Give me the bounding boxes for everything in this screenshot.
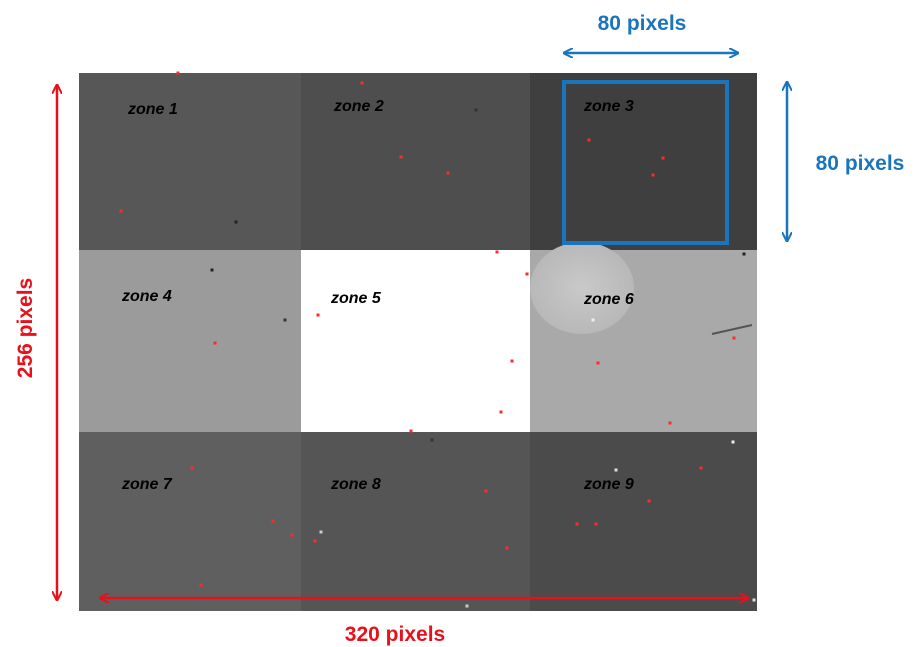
hot-pixel — [409, 429, 413, 433]
sensor-speck — [591, 318, 595, 322]
zone-8-tile — [301, 432, 530, 611]
sensor-speck — [752, 598, 756, 602]
sensor-blob — [530, 242, 634, 334]
hot-pixel — [313, 539, 317, 543]
zones-grid — [79, 73, 757, 611]
hot-pixels — [119, 71, 736, 587]
sensor-speck — [210, 268, 214, 272]
box-width-label: 80 pixels — [598, 12, 687, 35]
hot-pixel — [213, 341, 217, 345]
sensor-speck — [430, 438, 434, 442]
hot-pixel — [290, 533, 294, 537]
hot-pixel — [594, 522, 598, 526]
hot-pixel — [316, 313, 320, 317]
zone-5-tile — [301, 250, 530, 432]
hot-pixel — [119, 209, 123, 213]
sensor-speck — [465, 604, 469, 608]
sensor-speck — [283, 318, 287, 322]
zone-label: zone 9 — [583, 476, 634, 493]
hot-pixel — [661, 156, 665, 160]
hot-pixel — [596, 361, 600, 365]
hot-pixel — [499, 410, 503, 414]
hot-pixel — [399, 155, 403, 159]
dark-specks — [210, 108, 756, 608]
height-label: 256 pixels — [14, 278, 37, 378]
box-80-highlight — [562, 80, 729, 245]
sensor-speck — [319, 530, 323, 534]
sensor-streak — [711, 324, 753, 335]
zone-9-tile — [530, 432, 757, 611]
zone-2-tile — [301, 73, 530, 250]
sensor-speck — [731, 440, 735, 444]
zone-7-tile — [79, 432, 301, 611]
hot-pixel — [699, 466, 703, 470]
sensor-speck — [614, 468, 618, 472]
hot-pixel — [360, 81, 364, 85]
zone-label: zone 8 — [330, 476, 381, 493]
hot-pixel — [271, 519, 275, 523]
zone-label: zone 4 — [121, 288, 172, 305]
zone-label: zone 5 — [330, 290, 382, 307]
hot-pixel — [647, 499, 651, 503]
zone-4-tile — [79, 250, 301, 432]
zone-label: zone 6 — [583, 291, 634, 308]
sensor-speck — [742, 252, 746, 256]
hot-pixel — [505, 546, 509, 550]
zone-3-tile — [530, 73, 757, 250]
hot-pixel — [510, 359, 514, 363]
hot-pixel — [495, 250, 499, 254]
hot-pixel — [575, 522, 579, 526]
hot-pixel — [190, 466, 194, 470]
hot-pixel — [651, 173, 655, 177]
zone-1-tile — [79, 73, 301, 250]
hot-pixel — [199, 583, 203, 587]
hot-pixel — [176, 71, 180, 75]
zone-label: zone 3 — [583, 98, 634, 115]
hot-pixel — [732, 336, 736, 340]
sensor-speck — [474, 108, 478, 112]
hot-pixel — [668, 421, 672, 425]
zone-label: zone 7 — [121, 476, 173, 493]
hot-pixel — [446, 171, 450, 175]
hot-pixel — [587, 138, 591, 142]
zone-label: zone 2 — [333, 98, 384, 115]
zone-label: zone 1 — [127, 101, 178, 118]
sensor-speck — [234, 220, 238, 224]
width-label: 320 pixels — [345, 623, 445, 646]
hot-pixel — [525, 272, 529, 276]
hot-pixel — [484, 489, 488, 493]
box-height-label: 80 pixels — [816, 152, 905, 175]
